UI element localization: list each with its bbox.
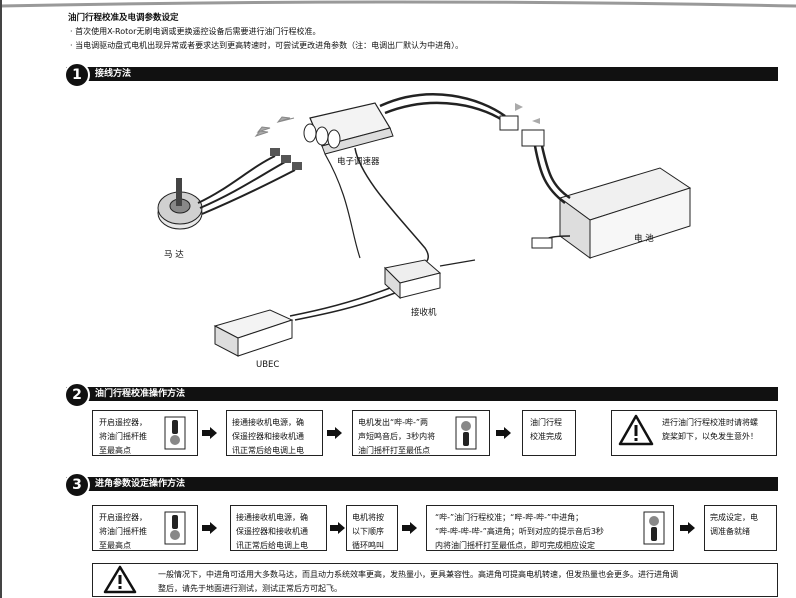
warning-icon: [103, 565, 137, 594]
receiver-illustration: [383, 259, 476, 300]
timing-step-4: “哔-”油门行程校准；“哔-哔-哔-”中进角；“哔-哔-哔-哔-”高进角；听到对…: [426, 505, 674, 551]
battery-illustration: [558, 167, 692, 259]
timing-note: 一般情况下，中进角可适用大多数马达，而且动力系统效率更高，发热量小，更具兼容性。…: [92, 563, 778, 597]
intro-heading: 油门行程校准及电调参数设定: [68, 13, 179, 23]
arrow-icon: [202, 427, 217, 439]
stick-up-icon: [164, 416, 186, 450]
battery-label: 电 池: [634, 234, 654, 244]
esc-label: 电子调速器: [337, 157, 380, 167]
arrow-icon: [330, 522, 345, 534]
ubec-illustration: [213, 309, 294, 357]
section-title-3: 进角参数设定操作方法: [95, 479, 186, 489]
ubec-label: UBEC: [256, 360, 280, 370]
header-rule: [0, 0, 796, 8]
section-bar-3: 进角参数设定操作方法: [66, 477, 778, 491]
page-left-rule: [0, 0, 2, 598]
calib-step-4: 油门行程校准完成: [522, 410, 576, 456]
stick-up-icon: [164, 511, 186, 545]
section-number-1: 1: [64, 62, 90, 88]
timing-step-2: 接通接收机电源，确保遥控器和接收机通讯正常后给电调上电: [230, 505, 327, 551]
motor-label: 马 达: [164, 250, 184, 260]
receiver-label: 接收机: [411, 308, 437, 318]
warning-icon: [618, 414, 654, 446]
motor-illustration: [157, 178, 203, 230]
intro-bullet-1: · 首次使用X-Rotor无刷电调或更换遥控设备后需要进行油门行程校准。: [70, 27, 321, 36]
section-number-3: 3: [64, 472, 90, 498]
section-title-2: 油门行程校准操作方法: [95, 389, 186, 399]
arrow-icon: [402, 522, 417, 534]
section-bar-2: 油门行程校准操作方法: [66, 387, 778, 401]
timing-step-3: 电机将按以下顺序循环鸣叫: [346, 505, 398, 551]
arrow-icon: [680, 522, 695, 534]
arrow-icon: [327, 427, 342, 439]
stick-down-icon: [643, 511, 665, 545]
intro-block: 油门行程校准及电调参数设定 · 首次使用X-Rotor无刷电调或更换遥控设备后需…: [68, 11, 768, 53]
esc-illustration: [303, 102, 394, 155]
calib-step-2: 接通接收机电源，确保遥控器和接收机通讯正常后给电调上电: [226, 410, 323, 456]
timing-step-5: 完成设定，电调准备就绪: [704, 505, 777, 551]
arrow-icon: [202, 522, 217, 534]
arrow-icon: [496, 427, 511, 439]
intro-bullet-2: · 当电调驱动盘式电机出现异常或者要求达到更高转速时，可尝试更改进角参数（注：电…: [70, 41, 464, 50]
wiring-diagram: [157, 93, 692, 357]
section-title-1: 接线方法: [95, 69, 132, 79]
section-bar-1: 接线方法: [66, 67, 778, 81]
stick-down-icon: [455, 416, 477, 450]
section-number-2: 2: [64, 382, 90, 408]
